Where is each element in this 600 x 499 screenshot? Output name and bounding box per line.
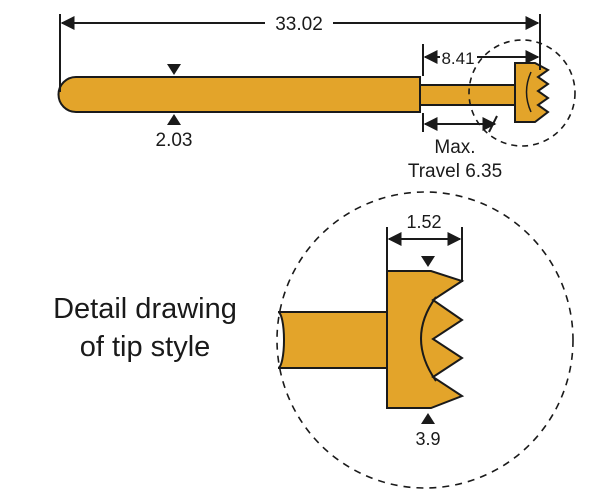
barrel-diameter-label: 2.03: [156, 130, 193, 151]
detail-tip-diameter-dimension: 3.9: [415, 256, 441, 449]
detail-tip-width-label: 1.52: [406, 212, 441, 232]
probe-barrel: [57, 76, 421, 113]
detail-caption-line2: of tip style: [79, 331, 211, 363]
detail-tip-diameter-label: 3.9: [415, 429, 440, 449]
tip-detail-circle-large: [276, 191, 574, 489]
max-travel-label-line1: Max.: [434, 137, 475, 158]
overall-length-label: 33.02: [275, 14, 323, 35]
probe-crown-tip: [514, 62, 550, 123]
barrel-diameter-dimension: 2.03: [156, 64, 193, 151]
tip-detail-circle-small: [468, 39, 576, 147]
max-travel-dimension: Max. Travel 6.35: [408, 113, 502, 182]
probe-plunger: [419, 84, 516, 106]
detail-plunger: [277, 311, 388, 369]
tip-length-label: 8.41: [441, 49, 474, 68]
detail-caption-line1: Detail drawing: [53, 293, 237, 325]
tip-curve-small: [525, 71, 532, 113]
detail-caption: Detail drawing of tip style: [30, 290, 260, 366]
probe-side-view: [57, 62, 550, 123]
detail-tip-width-dimension: 1.52: [386, 212, 463, 282]
detail-crown-head: [386, 270, 465, 409]
overall-length-dimension: 33.02: [59, 14, 541, 92]
max-travel-label-line2: Travel 6.35: [408, 161, 502, 182]
detail-cup-curve: [420, 296, 437, 382]
tip-detail-view: [277, 270, 465, 409]
tip-length-dimension: 8.41: [422, 44, 540, 76]
